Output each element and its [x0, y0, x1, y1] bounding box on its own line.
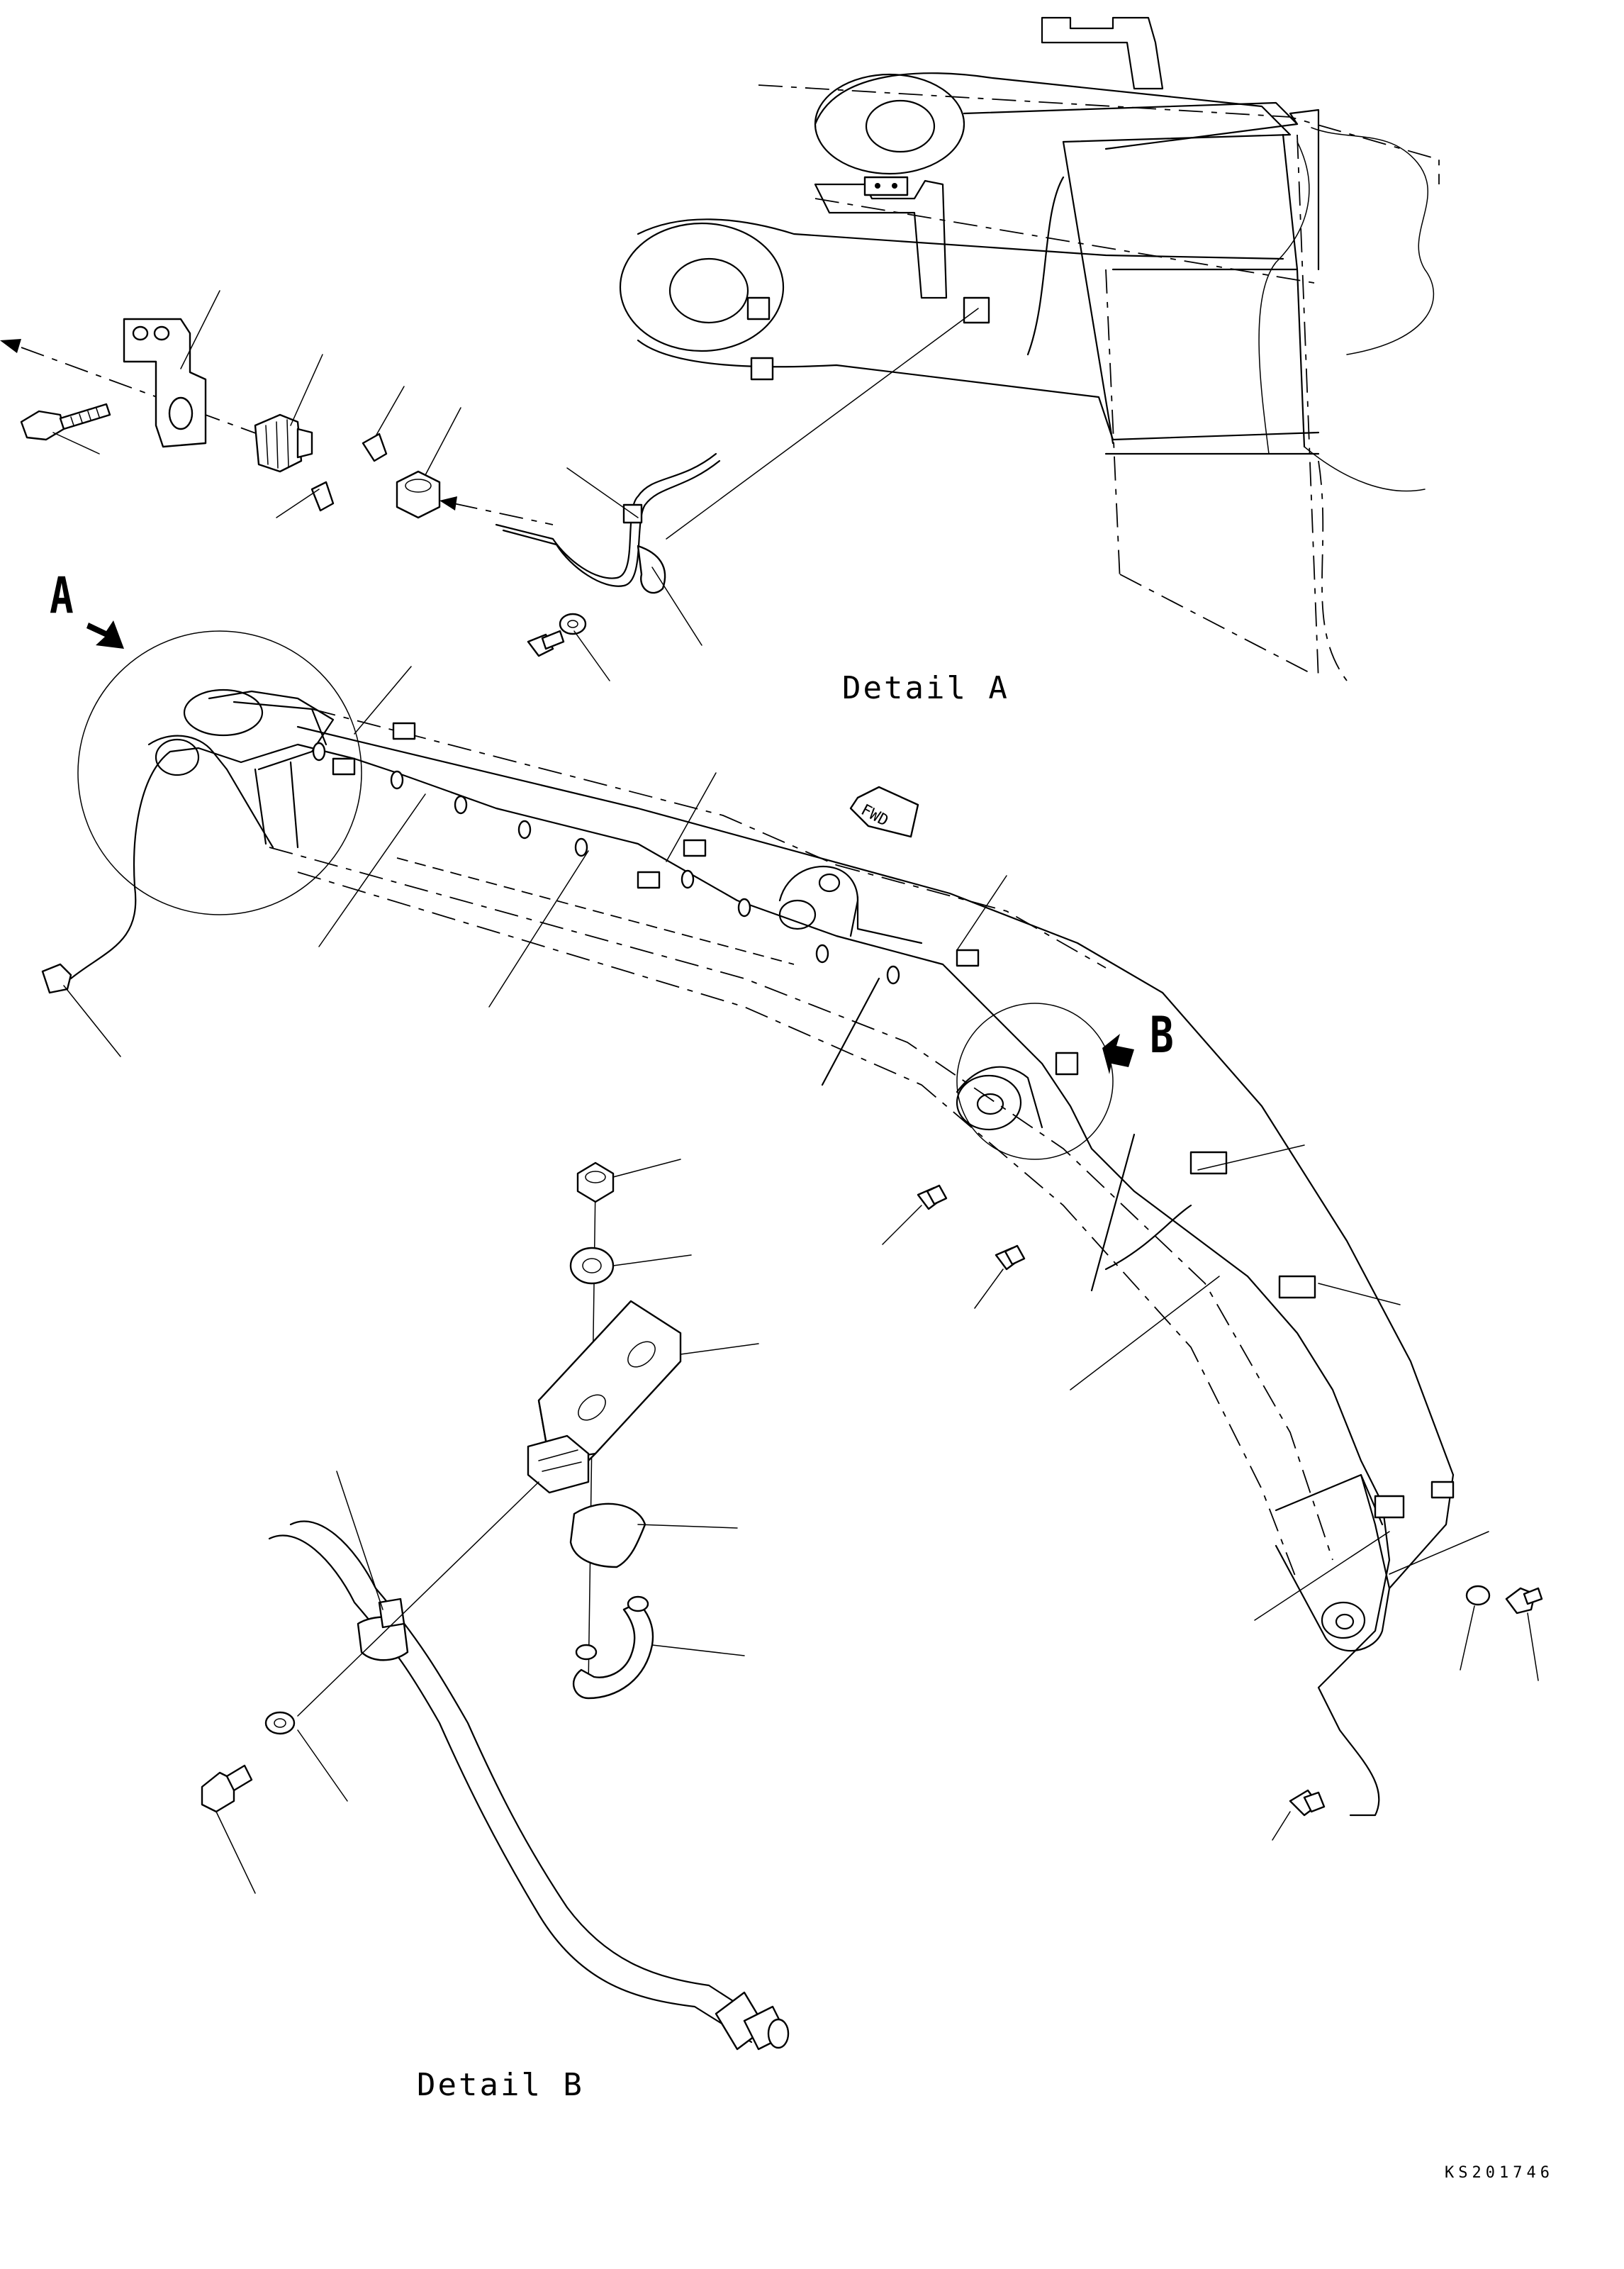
rubber-pad: [569, 1503, 646, 1568]
connector-block: [527, 1434, 590, 1494]
callout-a: A: [50, 567, 74, 625]
bolt-b: [201, 1771, 235, 1813]
boom-assembly: [77, 620, 1455, 1652]
detail-a-exploded-parts: [0, 290, 979, 681]
washer-b: [264, 1711, 296, 1735]
drawing-code: KS201746: [1445, 2164, 1554, 2182]
clip-lower: [310, 481, 335, 512]
detail-a-label: Detail A: [842, 670, 1009, 706]
detail-a-boom-foot: [619, 16, 1440, 681]
leader-lines: [63, 666, 1539, 1841]
callout-b-arrow: [1102, 1034, 1134, 1074]
callout-a-arrow: [86, 620, 124, 649]
detail-b-parts: [201, 1159, 790, 2051]
cap-nut: [396, 470, 441, 519]
wiring-harness: [41, 722, 1543, 1817]
fwd-marker: [849, 786, 919, 838]
connector: [254, 413, 303, 473]
detail-b-circle: [956, 1003, 1114, 1160]
detail-b-label: Detail B: [417, 2067, 584, 2103]
detail-a-circle: [77, 630, 362, 915]
callout-b: B: [1150, 1007, 1174, 1065]
bolt: [20, 410, 65, 441]
u-clamp: [573, 1601, 654, 1700]
washer: [569, 1247, 615, 1285]
hose: [268, 1534, 753, 2044]
clip: [362, 433, 388, 462]
